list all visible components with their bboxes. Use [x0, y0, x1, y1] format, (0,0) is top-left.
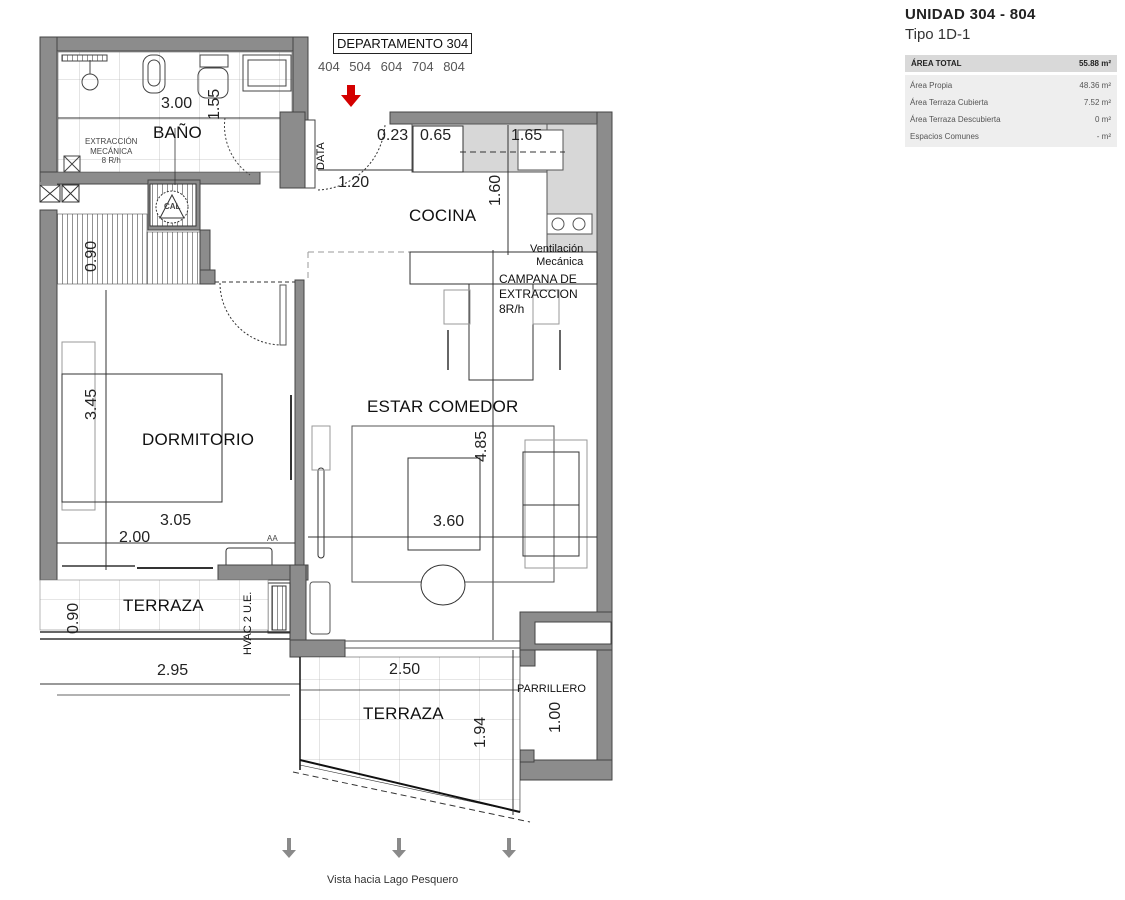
floor-units-list: 404 504 604 704 804 — [318, 59, 465, 74]
dim-kitchen-depth: 1.60 — [487, 174, 504, 206]
dim-bano-width: 3.00 — [161, 95, 193, 112]
dim-dorm-depth: 3.45 — [83, 388, 100, 420]
dim-dorm-width-b: 3.05 — [160, 512, 192, 529]
campana-note: CAMPANA DE EXTRACCION 8R/h — [499, 272, 578, 316]
area-table: ÁREA TOTAL 55.88 m² Área Propia 48.36 m²… — [905, 55, 1117, 147]
dim-kitchen-a: 0.23 — [377, 127, 409, 144]
department-label: DEPARTAMENTO 304 — [333, 33, 473, 54]
room-label-terraza-main: TERRAZA — [363, 704, 444, 723]
aa-label: AA — [267, 534, 278, 543]
area-total-row: ÁREA TOTAL 55.88 m² — [905, 55, 1117, 72]
area-breakdown: Área Propia 48.36 m² Área Terraza Cubier… — [905, 75, 1117, 147]
area-row: Área Terraza Descubierta 0 m² — [910, 115, 1111, 124]
dim-terraza-left-width: 2.95 — [157, 662, 189, 679]
area-row: Área Terraza Cubierta 7.52 m² — [910, 98, 1111, 107]
area-row: Espacios Comunes - m² — [910, 132, 1111, 141]
view-arrow-icon — [282, 838, 296, 858]
unit-type: Tipo 1D-1 — [905, 26, 971, 43]
view-arrow-icon — [502, 838, 516, 858]
hvac-label: HVAC 2 U.E. — [242, 591, 254, 655]
room-label-estar-comedor: ESTAR COMEDOR — [367, 397, 519, 416]
dim-entry-width: 1.20 — [338, 174, 370, 191]
room-label-parrillero: PARRILLERO — [517, 683, 586, 695]
dim-bano-depth: 1.55 — [206, 88, 223, 120]
room-label-cocina: COCINA — [409, 206, 477, 225]
dim-kitchen-b: 0.65 — [420, 127, 452, 144]
dim-kitchen-c: 1.65 — [511, 127, 543, 144]
room-label-dormitorio: DORMITORIO — [142, 430, 255, 449]
dim-terraza-main-depth: 1.94 — [472, 716, 489, 748]
dim-terraza-left-depth: 0.90 — [65, 602, 82, 634]
dim-living-depth: 4.85 — [473, 430, 490, 462]
area-total-value: 55.88 m² — [1078, 59, 1111, 68]
room-label-bano: BAÑO — [153, 123, 202, 142]
view-caption: Vista hacia Lago Pesquero — [327, 874, 459, 886]
area-row: Área Propia 48.36 m² — [910, 81, 1111, 90]
room-label-terraza-left: TERRAZA — [123, 596, 204, 615]
ventilacion-note: Ventilación Mecánica — [530, 243, 584, 269]
dim-parrillero-depth: 1.00 — [547, 701, 564, 733]
dim-living-width: 3.60 — [433, 513, 465, 530]
entry-arrow-icon — [341, 85, 361, 107]
dim-dorm-width-a: 2.00 — [119, 529, 151, 546]
area-total-label: ÁREA TOTAL — [911, 59, 962, 68]
data-panel-label: DATA — [315, 142, 327, 170]
unit-title: UNIDAD 304 - 804 — [905, 6, 1036, 23]
cal-label: CAL — [164, 202, 181, 211]
extraccion-note: EXTRACCIÓN MECÁNICA 8 R/h — [85, 137, 138, 166]
dim-closet-depth: 0.90 — [83, 240, 100, 272]
view-arrow-icon — [392, 838, 406, 858]
unit-info-panel: UNIDAD 304 - 804 Tipo 1D-1 ÁREA TOTAL 55… — [905, 6, 1117, 147]
dim-terraza-main-width: 2.50 — [389, 661, 421, 678]
